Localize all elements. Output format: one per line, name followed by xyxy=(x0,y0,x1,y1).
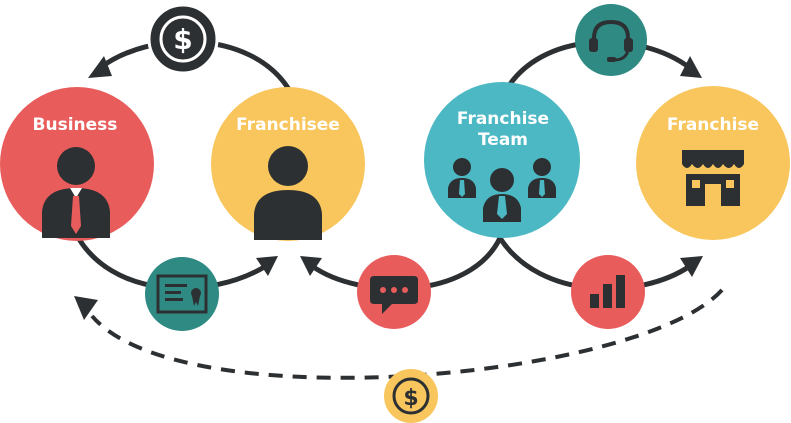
arrow-head-franchisee-bottom xyxy=(256,256,278,276)
node-business-label: Business xyxy=(33,115,118,135)
headset-icon xyxy=(589,19,633,62)
bar-chart-icon xyxy=(590,275,625,308)
certificate-icon xyxy=(156,274,208,314)
businessman-icon xyxy=(42,147,110,238)
arrow-head-franchisee-right xyxy=(300,256,322,276)
connector-certificate xyxy=(145,257,219,331)
connector-dollar-bottom: $ xyxy=(384,369,438,423)
chat-icon xyxy=(370,276,418,314)
dollar-icon: $ xyxy=(392,377,430,415)
connector-dollar-top: $ xyxy=(147,3,219,75)
arrow-head-business xyxy=(88,56,112,78)
node-team-label-line2: Team xyxy=(478,130,528,150)
connector-chart xyxy=(571,255,645,329)
dollar-icon: $ xyxy=(159,15,207,63)
person-icon xyxy=(254,146,322,240)
node-franchise-label: Franchise xyxy=(667,115,759,135)
team-icon xyxy=(448,158,556,222)
svg-text:$: $ xyxy=(403,386,418,411)
node-franchise-team: Franchise Team xyxy=(424,82,580,238)
storefront-icon xyxy=(682,150,744,206)
node-team-label-line1: Franchise xyxy=(457,109,549,129)
connector-chat xyxy=(357,255,431,329)
node-franchise: Franchise xyxy=(636,86,790,240)
svg-text:$: $ xyxy=(173,23,192,56)
connector-support xyxy=(575,4,647,76)
node-franchisee: Franchisee xyxy=(211,87,365,241)
arrow-head-business-dashed xyxy=(74,296,98,320)
arrow-head-franchise-bottom xyxy=(680,256,703,277)
arrow-head-franchise-top xyxy=(680,56,702,78)
node-business: Business xyxy=(0,87,154,241)
node-franchisee-label: Franchisee xyxy=(236,115,340,135)
